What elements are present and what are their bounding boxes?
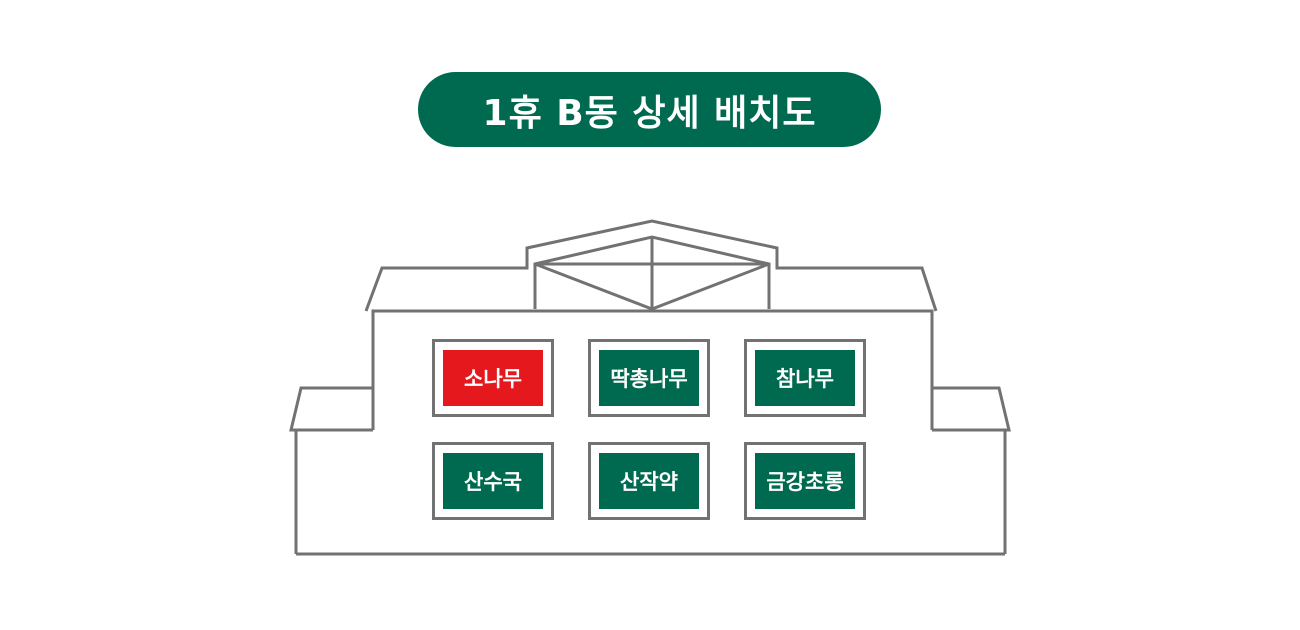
room-sonamu[interactable]: 소나무 bbox=[432, 339, 554, 417]
room-geumgangchorong[interactable]: 금강초롱 bbox=[744, 442, 866, 520]
room-label-box: 소나무 bbox=[443, 350, 543, 406]
room-ttakchongnamu[interactable]: 딱총나무 bbox=[588, 339, 710, 417]
room-label: 딱총나무 bbox=[610, 367, 688, 391]
room-label: 산수국 bbox=[464, 470, 522, 494]
page-title: 1휴 B동 상세 배치도 bbox=[418, 72, 881, 147]
room-sanjakyak[interactable]: 산작약 bbox=[588, 442, 710, 520]
room-label: 소나무 bbox=[464, 367, 522, 391]
room-label: 금강초롱 bbox=[766, 470, 844, 494]
room-label-box: 산작약 bbox=[599, 453, 699, 509]
room-label-box: 산수국 bbox=[443, 453, 543, 509]
room-label-box: 금강초롱 bbox=[755, 453, 855, 509]
room-label-box: 딱총나무 bbox=[599, 350, 699, 406]
room-label: 참나무 bbox=[776, 367, 834, 391]
room-label-box: 참나무 bbox=[755, 350, 855, 406]
room-label: 산작약 bbox=[620, 470, 678, 494]
room-chamnamu[interactable]: 참나무 bbox=[744, 339, 866, 417]
room-sansuguk[interactable]: 산수국 bbox=[432, 442, 554, 520]
